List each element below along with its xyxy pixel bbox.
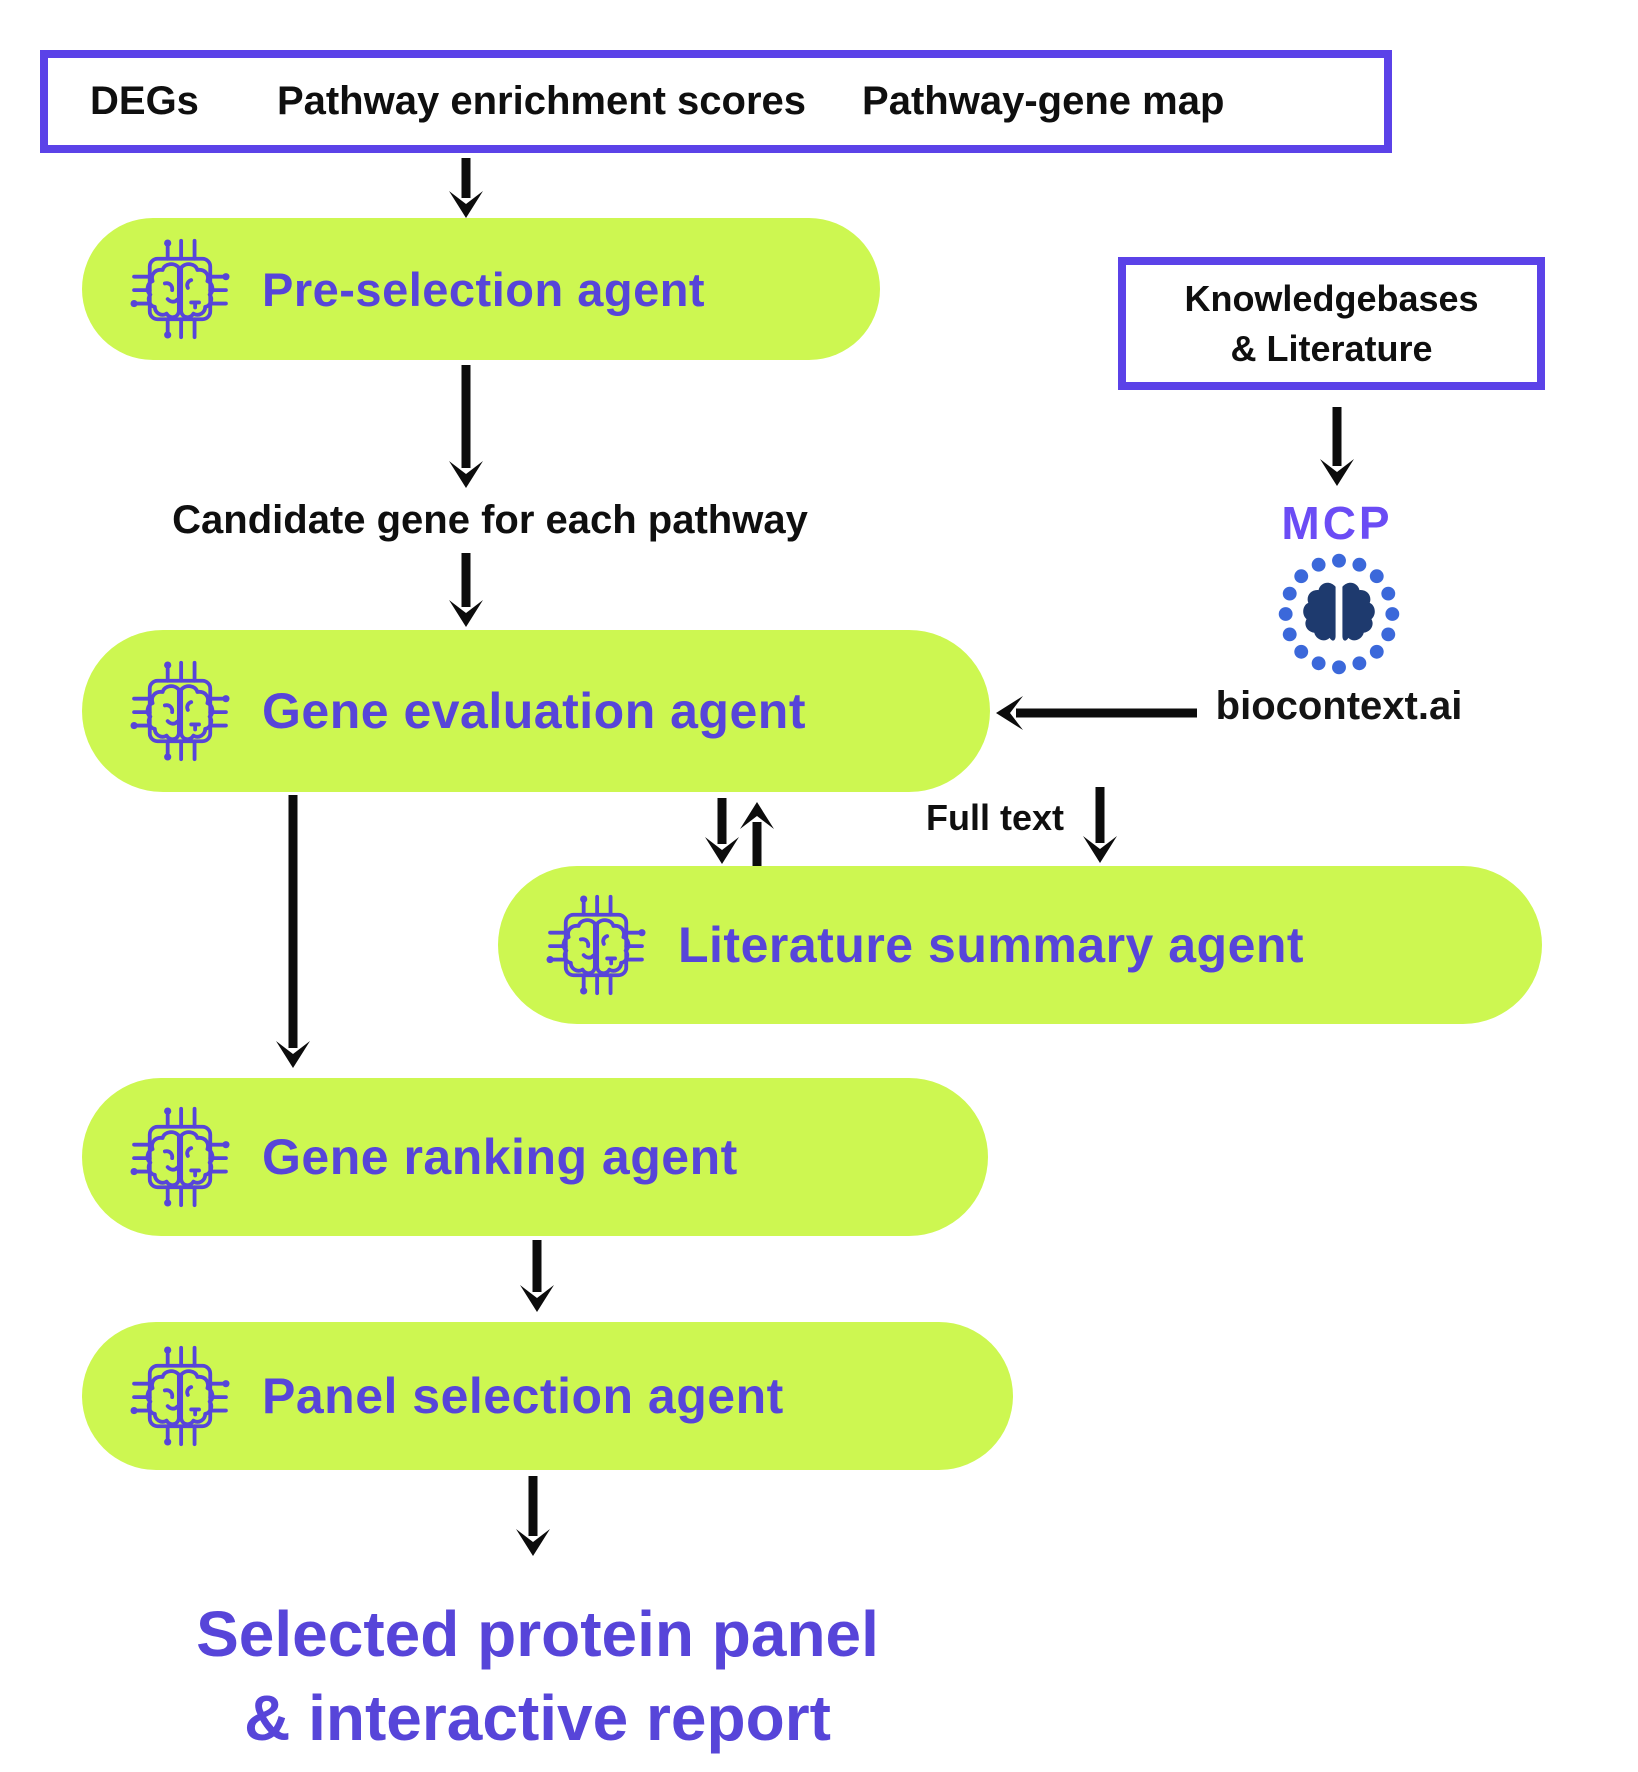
knowledgebases-box: Knowledgebases & Literature xyxy=(1118,257,1545,390)
pre-selection-agent-node: Pre-selection agent xyxy=(82,218,880,360)
knowledgebases-line2: & Literature xyxy=(1230,327,1433,369)
gene-ranking-agent-label: Gene ranking agent xyxy=(262,1129,738,1185)
chip-brain-icon xyxy=(124,1101,236,1213)
arrow-ranking-to-panel xyxy=(520,1240,554,1312)
arrow-literature-to-evaluation xyxy=(740,802,774,866)
arrow-knowledgebases-to-mcp xyxy=(1320,407,1354,486)
chip-brain-icon xyxy=(540,889,652,1001)
brain-dots-logo xyxy=(1278,553,1400,675)
candidate-gene-label: Candidate gene for each pathway xyxy=(172,498,808,542)
arrow-candidate-to-evaluation xyxy=(449,553,483,627)
knowledgebases-line1: Knowledgebases xyxy=(1184,277,1479,319)
panel-selection-agent-label: Panel selection agent xyxy=(262,1368,784,1424)
panel-selection-agent-node: Panel selection agent xyxy=(82,1322,1013,1470)
chip-brain-icon xyxy=(124,655,236,767)
chip-brain-icon xyxy=(124,233,236,345)
input-label-pathway-gene-map: Pathway-gene map xyxy=(862,79,1225,123)
full-text-label: Full text xyxy=(925,797,1064,838)
pre-selection-agent-label: Pre-selection agent xyxy=(262,262,706,316)
mcp-label: MCP xyxy=(1281,497,1393,549)
gene-evaluation-agent-label: Gene evaluation agent xyxy=(262,683,806,739)
inputs-box: DEGs Pathway enrichment scores Pathway-g… xyxy=(40,50,1392,153)
literature-summary-agent-label: Literature summary agent xyxy=(678,917,1305,973)
arrow-inputs-to-preselection xyxy=(449,158,483,218)
chip-brain-icon xyxy=(124,1340,236,1452)
input-label-pathway-enrichment-scores: Pathway enrichment scores xyxy=(276,79,807,123)
literature-summary-agent-node: Literature summary agent xyxy=(498,866,1542,1024)
biocontext-label: biocontext.ai xyxy=(1215,684,1463,728)
output-line1: Selected protein panel xyxy=(196,1598,879,1670)
output-line2: & interactive report xyxy=(244,1682,831,1755)
arrow-preselection-to-candidate xyxy=(449,365,483,488)
gene-ranking-agent-node: Gene ranking agent xyxy=(82,1078,988,1236)
arrow-panel-to-output xyxy=(516,1476,550,1556)
arrow-evaluation-to-ranking xyxy=(276,795,310,1068)
output-text: Selected protein panel & interactive rep… xyxy=(0,1592,1075,1761)
arrow-evaluation-to-literature xyxy=(705,798,739,864)
gene-evaluation-agent-node: Gene evaluation agent xyxy=(82,630,990,792)
input-label-degs: DEGs xyxy=(90,79,199,123)
